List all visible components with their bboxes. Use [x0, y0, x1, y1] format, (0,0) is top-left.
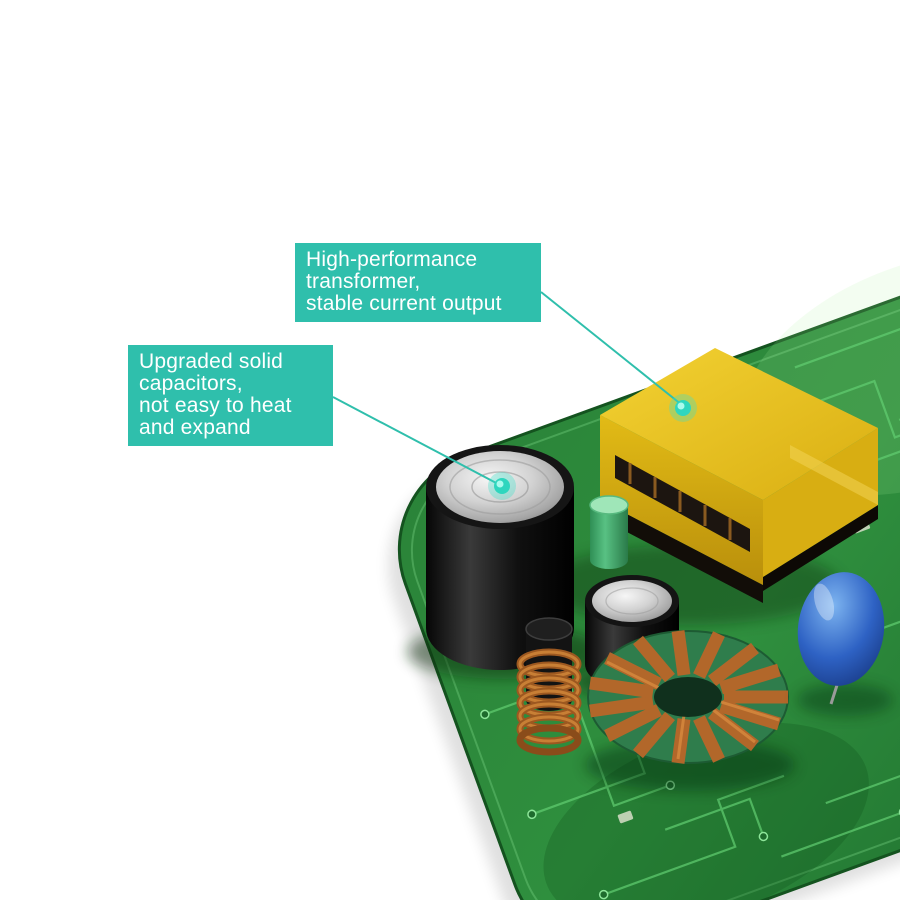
capacitor-small-top [592, 580, 672, 622]
leader-line-transformer [540, 291, 683, 406]
inductor-coil-top [525, 617, 573, 641]
toroid-copper-highlights [606, 660, 780, 760]
led-top [589, 495, 629, 515]
blue-capacitor-highlight [813, 583, 835, 621]
inductor-coil [516, 617, 582, 756]
transformer-winding-window [615, 455, 750, 552]
capacitor-large-ring1 [449, 459, 551, 515]
transformer-right-face [763, 428, 878, 577]
callout-transformer-line-1: High-performance [306, 248, 478, 271]
callout-transformer-line-3: stable current output [306, 292, 502, 315]
callout-transformer: High-performance transformer, stable cur… [295, 243, 541, 322]
led-body [590, 505, 628, 569]
callout-capacitors-line-2: capacitors, [139, 372, 243, 395]
transformer-tape-stripe [790, 445, 878, 505]
callout-capacitors-line-1: Upgraded solid [139, 350, 284, 373]
toroid-hole [654, 677, 722, 717]
blue-capacitor [797, 572, 893, 716]
transformer-base-right [763, 505, 878, 591]
callout-transformer-line-2: transformer, [306, 270, 421, 293]
toroid-inductor [585, 630, 795, 791]
callout-capacitors-line-3: not easy to heat [139, 394, 292, 417]
annotations [332, 291, 697, 500]
blue-capacitor-shadow [797, 684, 893, 716]
leader-line-capacitor [332, 396, 501, 486]
capacitor-small-ring [605, 587, 659, 615]
transformer-base-left [600, 500, 763, 603]
toroid-copper-windings [589, 630, 788, 764]
transformer [540, 348, 878, 625]
indicator-dot-capacitor [488, 472, 516, 500]
led-component [589, 495, 629, 569]
inductor-coil-windings [516, 648, 582, 756]
callout-capacitors: Upgraded solid capacitors, not easy to h… [128, 345, 333, 446]
capacitor-large-ring2 [471, 471, 529, 503]
transformer-copper-winding [628, 463, 732, 540]
indicator-dot-transformer [669, 394, 697, 422]
callout-capacitors-line-4: and expand [139, 416, 251, 439]
blue-capacitor-body [797, 572, 885, 686]
